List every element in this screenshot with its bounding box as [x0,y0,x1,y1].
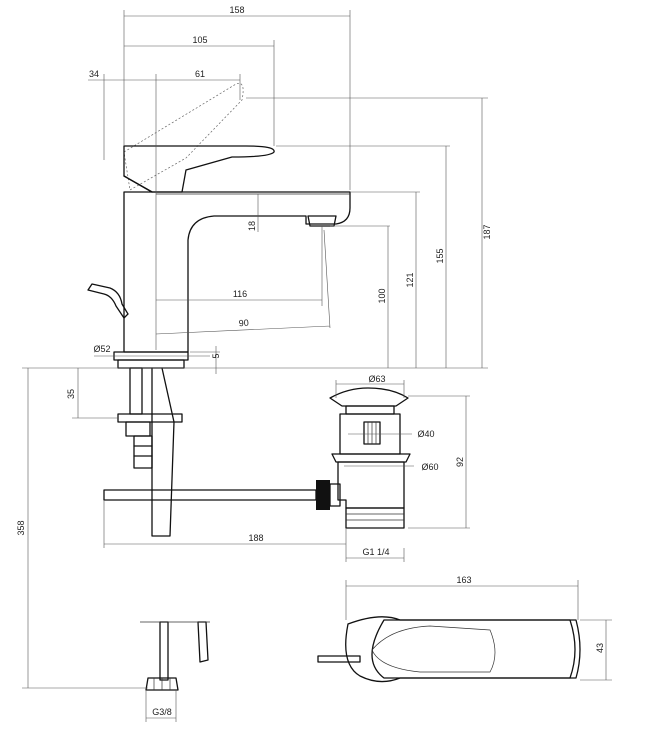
waste-thread [345,507,405,529]
dim-105: 105 [192,35,207,45]
dim-158: 158 [229,5,244,15]
rod-nut [316,480,330,510]
dimensions: 158 105 34 61 187 155 121 100 18 116 90 … [16,5,612,722]
dim-34: 34 [89,69,99,79]
dim-358: 358 [16,520,26,535]
dim-61: 61 [195,69,205,79]
dim-35: 35 [66,389,76,399]
dim-g1-1-4: G1 1/4 [362,547,389,557]
dim-116: 116 [233,289,247,299]
lever [123,145,275,193]
dim-18: 18 [247,221,257,231]
dim-43: 43 [595,643,605,653]
dim-o63: Ø63 [368,374,385,384]
dim-o60: Ø60 [421,462,438,472]
top-view-outline [345,616,581,683]
popup-waste [316,387,411,529]
mounting-stud [129,367,143,415]
flexible-hose [151,367,175,537]
dim-188: 188 [248,533,263,543]
popup-rod [87,283,129,319]
faucet-top-view [317,616,581,683]
waste-flange [329,387,409,407]
dim-155: 155 [435,248,445,263]
dim-92: 92 [455,457,465,467]
dim-o52: Ø52 [93,344,110,354]
faucet-side-view [87,83,351,691]
dim-121: 121 [405,272,415,287]
dim-g3-8: G3/8 [152,707,172,717]
faucet-body [123,191,351,353]
hose-nut [145,677,179,691]
lever-raised-outline [123,83,244,191]
dim-90: 90 [238,318,249,329]
dim-o40: Ø40 [417,429,434,439]
dim-163: 163 [456,575,471,585]
pull-rod [103,489,317,501]
dim-187: 187 [482,224,492,239]
dim-5: 5 [211,353,221,358]
dim-100: 100 [377,288,387,303]
